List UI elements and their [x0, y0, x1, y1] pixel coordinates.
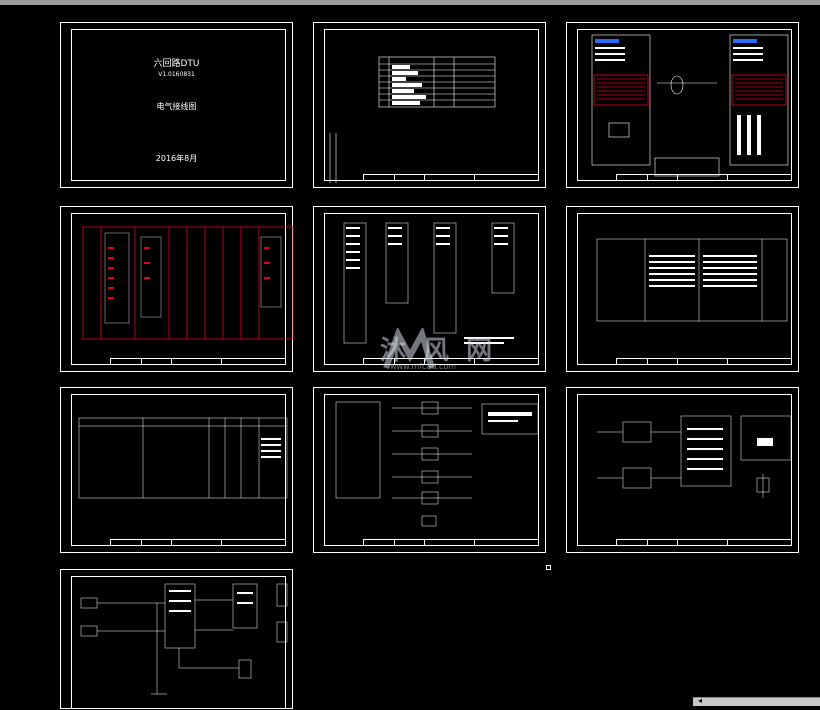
drawing-sheet-cover[interactable]: 六回路DTU V1.0160831 电气接线图 2016年8月: [60, 22, 293, 188]
sheet-frame: [324, 29, 539, 181]
drawing-sheet-connections[interactable]: [566, 206, 799, 372]
watermark-url: www.mfcad.com: [390, 362, 457, 371]
connection-table-drawing: [596, 238, 788, 322]
watermark-logo-icon: [383, 328, 435, 369]
sheet-frame: [71, 29, 286, 181]
cover-title: 六回路DTU: [153, 59, 200, 69]
selection-grip[interactable]: [546, 565, 551, 570]
sheet-frame: [577, 213, 792, 365]
title-block: [363, 358, 539, 365]
relay-circuit-drawing: [597, 415, 792, 498]
sheet-frame: [71, 213, 286, 365]
index-table-drawing: [329, 56, 496, 183]
cover-subtitle: 电气接线图: [156, 102, 197, 111]
drawing-sheet-switches[interactable]: [313, 387, 546, 553]
drawing-sheet-blank-table[interactable]: [60, 387, 293, 553]
title-block: [616, 358, 792, 365]
drawing-sheet-relays[interactable]: [566, 387, 799, 553]
cover-version: V1.0160831: [158, 71, 195, 78]
cabinet-layout-drawing: [591, 34, 789, 177]
title-block: [616, 174, 792, 181]
title-block: [616, 539, 792, 546]
terminal-wiring-drawing: [82, 226, 294, 340]
blank-table-drawing: [78, 417, 288, 499]
sheet-frame: [577, 29, 792, 181]
title-block: [110, 358, 286, 365]
cover-date: 2016年8月: [155, 154, 198, 163]
drawing-sheet-power[interactable]: [60, 569, 293, 709]
sheet-frame: [577, 394, 792, 546]
drawing-sheet-index[interactable]: [313, 22, 546, 188]
watermark-brand: 沐 风 网: [380, 336, 497, 366]
title-block: [363, 539, 539, 546]
sheet-frame: [324, 394, 539, 546]
drawing-sheet-cabinet[interactable]: [566, 22, 799, 188]
title-block: [110, 539, 286, 546]
power-circuit-drawing: [80, 583, 288, 695]
title-block: [363, 174, 539, 181]
drawing-sheet-terminals[interactable]: [60, 206, 294, 372]
window-top-bar: [0, 0, 820, 5]
scroll-left-arrow-icon[interactable]: ◂: [698, 696, 703, 705]
terminal-table-drawing: [343, 222, 515, 344]
horizontal-scrollbar[interactable]: [693, 697, 820, 706]
switch-circuit-drawing: [335, 401, 539, 527]
sheet-frame: [71, 394, 286, 546]
